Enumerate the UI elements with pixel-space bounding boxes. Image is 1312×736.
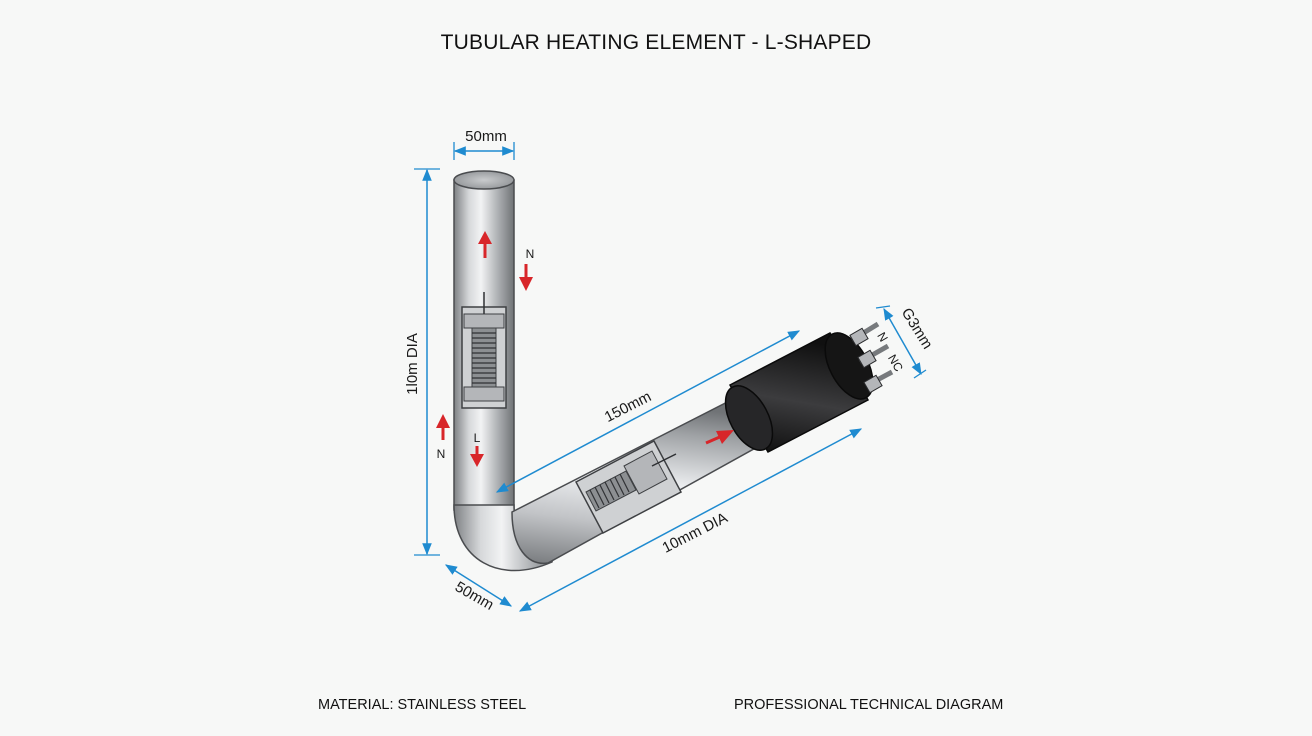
dim-line-horizontal-dia [518, 428, 863, 612]
top-width-label: 50mm [465, 128, 507, 145]
terminal-nc-label: NC [885, 352, 906, 374]
diagram-title: TUBULAR HEATING ELEMENT - L-SHAPED [440, 31, 872, 54]
diagram-caption: PROFESSIONAL TECHNICAL DIAGRAM [734, 697, 1004, 713]
dim-line-top-width [453, 142, 515, 160]
top-cap [453, 170, 515, 190]
dim-line-terminal [875, 305, 927, 379]
horizontal-dia-label: 10mm DIA [660, 509, 731, 556]
lower-n-label: N [437, 447, 446, 461]
flow-arrow-up-lower [436, 414, 450, 440]
terminal-n-label: N [874, 330, 890, 345]
flow-arrow-down-upper [519, 264, 533, 291]
vertical-cutaway-coil [461, 292, 507, 409]
dim-line-bend-width [444, 564, 513, 607]
horizontal-length-label: 150mm [602, 388, 654, 426]
lower-l-label: L [474, 431, 481, 445]
material-note: MATERIAL: STAINLESS STEEL [318, 697, 527, 713]
terminal-size-label: G3mm [898, 305, 936, 352]
flow-arrow-up-upper [478, 231, 492, 258]
dim-line-vertical-length [414, 168, 440, 556]
flow-arrow-down-lower [470, 446, 484, 467]
vertical-length-label: 1l0m DIA [404, 333, 421, 395]
upper-n-label: N [526, 247, 535, 261]
